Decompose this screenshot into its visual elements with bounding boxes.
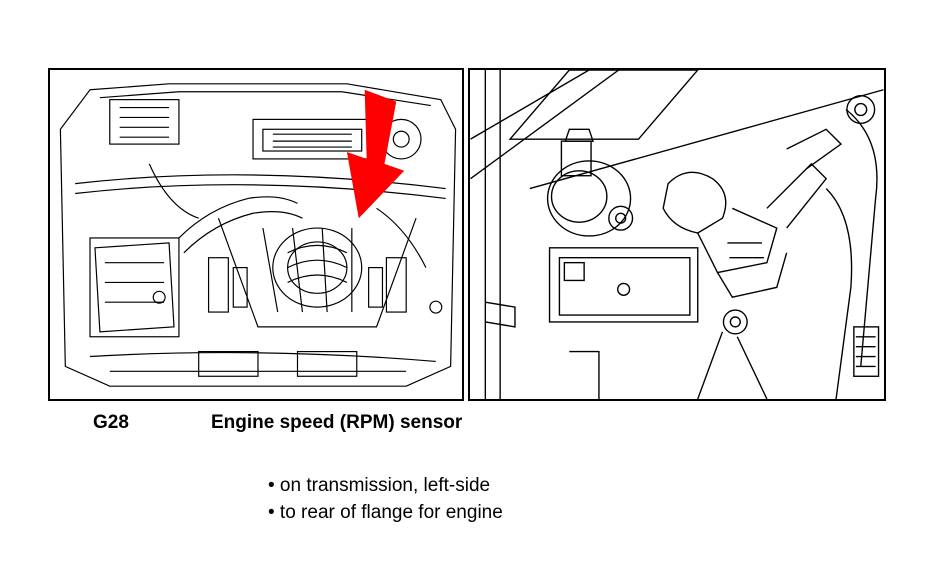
location-notes: • on transmission, left‑side • to rear o… [268, 472, 503, 526]
engine-bay-illustration [48, 68, 464, 401]
sensor-closeup-illustration [468, 68, 886, 401]
component-title: Engine speed (RPM) sensor [211, 412, 463, 433]
sensor-closeup-drawing [470, 70, 884, 399]
component-code: G28 [93, 412, 129, 433]
engine-bay-drawing [59, 83, 457, 387]
location-note-item: • to rear of flange for engine [268, 502, 503, 523]
red-pointer-arrow [346, 89, 405, 219]
location-note-item: • on transmission, left‑side [268, 475, 491, 496]
